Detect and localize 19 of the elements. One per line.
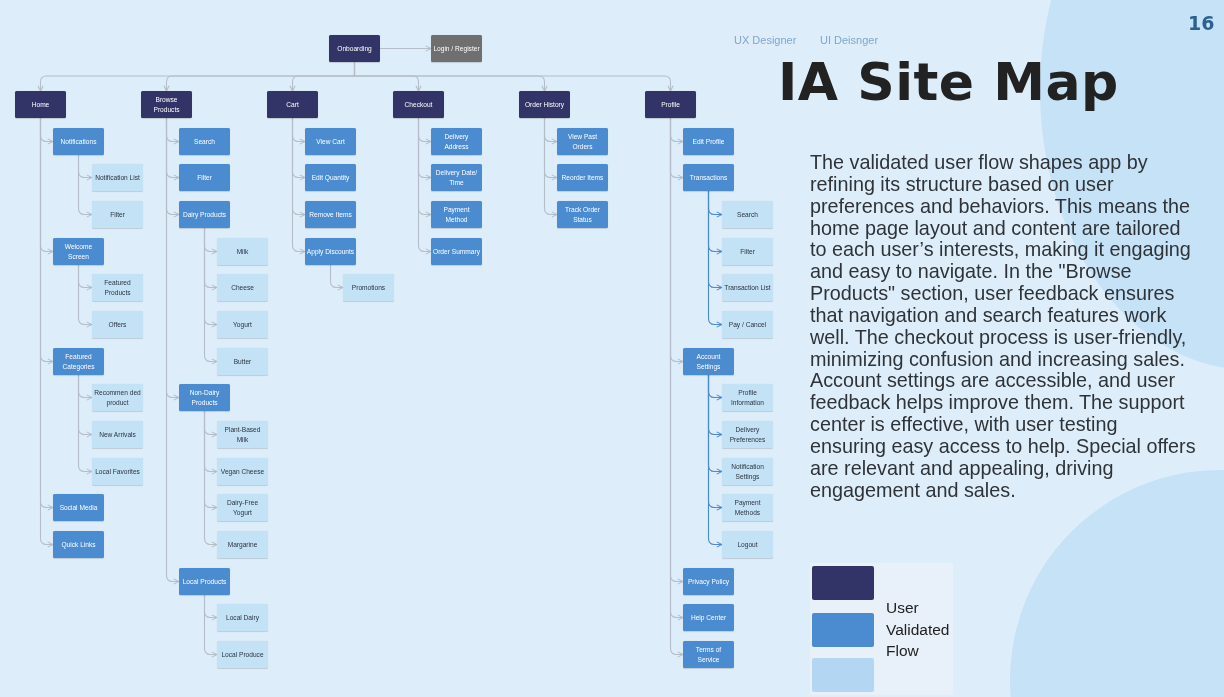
page-number: 16 — [1188, 12, 1215, 34]
role-tag: UI Deisnger — [820, 34, 879, 46]
legend-label: User Validated Flow — [886, 598, 951, 661]
connector-arrow — [77, 374, 93, 475]
connector-arrow — [77, 154, 93, 218]
connector-arrow — [707, 374, 723, 548]
connector-arrow — [379, 45, 432, 52]
connector-arrow — [417, 117, 432, 255]
connector-arrow — [203, 594, 218, 658]
connector-arrow — [543, 117, 558, 218]
connector-arrow — [707, 190, 723, 328]
description-paragraph: The validated user flow shapes app by refining its structure based on user preferences and behaviors. This means the home page layout and content are tailored to each user’s interests, making it engaging and easy to navigate. In the "Browse Products" section, user feedback ensures that navigation and search features work well. The checkout process is user-friendly, minimizing confusion and increasing sales. Account settings are accessible, and user feedback helps improve them. The support center is effective, with user testing ensuring easy access to help. Special offers are relevant and appealing, driving engagement and sales. — [810, 152, 1196, 502]
connector-arrow — [329, 264, 344, 291]
connector-arrow — [203, 410, 218, 548]
title: IA Site Map — [778, 52, 1119, 112]
connector-arrow — [291, 117, 306, 255]
connector-arrow — [77, 264, 93, 328]
role-tag: UX Designer — [734, 34, 797, 46]
connector-arrow — [203, 227, 218, 365]
